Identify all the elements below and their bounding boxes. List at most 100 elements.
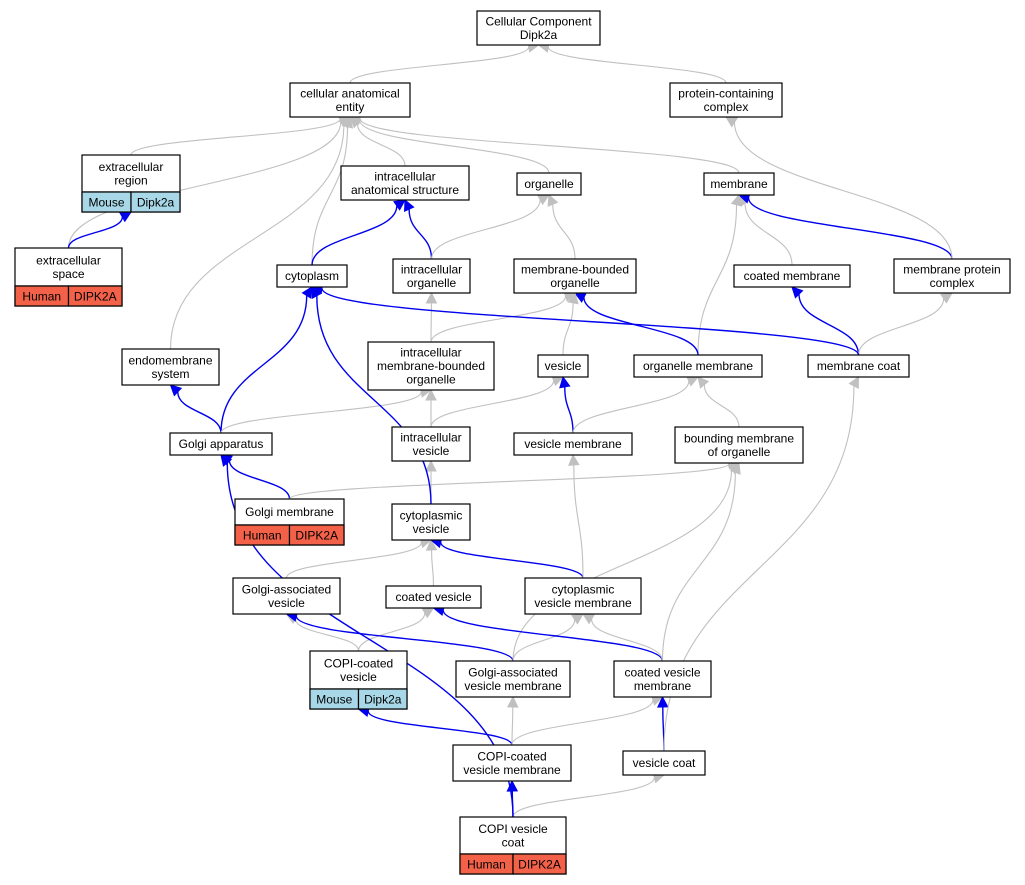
node-org[interactable]: organelle [516, 172, 582, 196]
node-ves[interactable]: vesicle [537, 354, 589, 378]
node-box [169, 432, 273, 456]
edge-imbo-to-iorg [425, 291, 438, 343]
edge-cmem-to-mem [738, 194, 793, 266]
edge-cvmem-to-bmo [661, 461, 741, 662]
edge-iorg-to-ias [404, 198, 433, 260]
edge-mpc-to-mem [737, 192, 953, 260]
node-box [516, 172, 582, 196]
node-label: vesicle membrane [534, 596, 632, 610]
edge-arrowhead [729, 461, 741, 475]
node-orgmem[interactable]: organelle membrane [633, 354, 763, 378]
node-label: Golgi membrane [245, 505, 334, 519]
edge-golgimem-to-bmo [288, 458, 741, 500]
node-box [367, 341, 495, 391]
node-golgi[interactable]: Golgi apparatus [169, 432, 273, 456]
edge-ives-to-imbo [425, 388, 437, 427]
node-label: complex [930, 276, 975, 290]
edge-cvm-to-cves [429, 536, 584, 579]
node-label: organelle [407, 276, 457, 290]
edge-copivm-to-cvmem [511, 694, 664, 746]
edge-arrowhead [547, 193, 559, 207]
node-label: anatomical structure [351, 183, 459, 197]
edge-cves-to-cyto [311, 286, 432, 505]
node-box [476, 10, 601, 46]
edge-cyto-to-ias [311, 199, 406, 266]
edge-imbo-to-mbo [430, 290, 577, 343]
edge-endo-to-cae [169, 116, 351, 350]
node-label: vesicle [268, 596, 305, 610]
node-label: protein-containing [678, 86, 773, 100]
edge-ves-to-mbo [562, 291, 579, 356]
edge-arrowhead [697, 376, 710, 389]
node-cmem[interactable]: coated membrane [733, 264, 851, 288]
node-box [513, 258, 637, 294]
node-vcoat[interactable]: vesicle coat [622, 750, 706, 776]
mouse-tag [130, 191, 181, 213]
edge-coatves-to-cves [425, 538, 438, 587]
node-label: COPI-coated [477, 749, 546, 763]
edge-arrowhead [220, 454, 233, 467]
node-box [392, 258, 471, 294]
node-mem[interactable]: membrane [703, 172, 775, 196]
human-tag-label: DIPK2A [518, 858, 561, 872]
edge-arrowhead [559, 375, 571, 389]
node-label: intracellular [400, 430, 461, 444]
node-box [537, 354, 589, 378]
edge-golgi-to-imbo [220, 386, 433, 434]
node-box [276, 264, 348, 288]
node-label: entity [336, 100, 365, 114]
node-label: complex [704, 100, 749, 114]
node-label: vesicle [340, 670, 377, 684]
node-vesmem[interactable]: vesicle membrane [513, 432, 633, 456]
human-tag-label: DIPK2A [295, 529, 338, 543]
node-label: bounding membrane [684, 431, 794, 445]
edge-arrowhead [338, 116, 351, 129]
node-coatves[interactable]: coated vesicle [385, 585, 482, 609]
edge-arrowhead [940, 292, 953, 304]
node-label: extracellular [36, 253, 101, 267]
edge-copivm-to-copiv [357, 705, 513, 746]
node-box [893, 258, 1011, 294]
node-box [674, 426, 804, 464]
edge-vcoat-to-cvmem [656, 695, 669, 752]
node-box [232, 577, 341, 615]
edge-gavm-to-cvm [512, 613, 584, 662]
edge-arrowhead [301, 286, 313, 299]
node-label: vesicle [413, 444, 450, 458]
edge-golgimem-to-golgi [220, 454, 291, 500]
node-label: COPI-coated [324, 656, 393, 670]
node-box [733, 264, 851, 288]
node-mcoat[interactable]: membrane coat [807, 354, 910, 378]
edge-exsp-to-exreg [67, 211, 132, 249]
edge-layer [67, 41, 953, 818]
edge-cvm-to-vesmem [568, 453, 584, 579]
node-box [622, 750, 706, 776]
edge-cvmem-to-cvm [582, 613, 664, 662]
node-label: Golgi apparatus [179, 437, 264, 451]
node-cyto[interactable]: cytoplasm [276, 264, 348, 288]
node-label: COPI vesicle [478, 822, 548, 836]
edge-arrowhead [848, 376, 860, 389]
